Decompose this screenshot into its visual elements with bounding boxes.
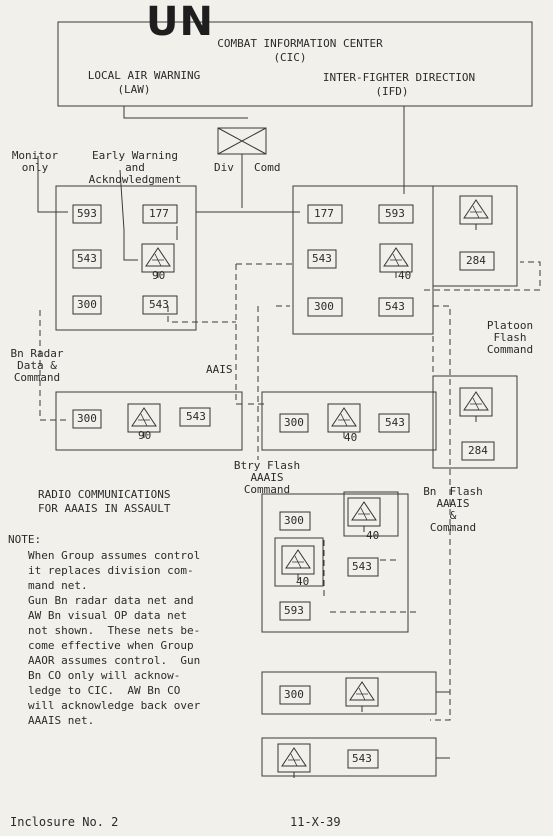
radio-593-c: 593 bbox=[284, 604, 304, 617]
classification-stamp: UN bbox=[146, 0, 214, 45]
ifd-title: INTER-FIGHTER DIRECTION bbox=[322, 71, 476, 84]
radio-593-a: 593 bbox=[77, 207, 97, 220]
radio-543-g: 543 bbox=[352, 560, 372, 573]
radio-543-a: 543 bbox=[77, 252, 97, 265]
cic-title: COMBAT INFORMATION CENTER bbox=[217, 37, 383, 50]
cic-box bbox=[57, 21, 533, 107]
footer-inclosure: Inclosure No. 2 bbox=[10, 815, 119, 829]
radio-300-c: 300 bbox=[77, 412, 97, 425]
radio-177-b: 177 bbox=[314, 207, 334, 220]
lower-row-two bbox=[261, 737, 437, 777]
left-battalion-box bbox=[55, 185, 197, 331]
radio-40-d: 40 bbox=[296, 575, 310, 588]
radio-593-b: 593 bbox=[385, 207, 405, 220]
ifd-abbr: (IFD) bbox=[375, 85, 409, 98]
left-radar-row bbox=[55, 391, 243, 451]
note-heading: NOTE: bbox=[8, 533, 42, 546]
radio-177-a: 177 bbox=[149, 207, 169, 220]
radio-300-f: 300 bbox=[284, 688, 304, 701]
radio-543-d: 543 bbox=[385, 300, 405, 313]
comd-label: Comd bbox=[254, 161, 281, 174]
diagram-caption: RADIO COMMUNICATIONS FOR AAAIS IN ASSAUL… bbox=[38, 488, 171, 515]
radio-543-h: 543 bbox=[352, 752, 372, 765]
radio-543-b: 543 bbox=[149, 298, 169, 311]
div-label: Div bbox=[214, 161, 234, 174]
radio-284-b: 284 bbox=[468, 444, 488, 457]
battery-box bbox=[261, 493, 409, 633]
radio-300-b: 300 bbox=[314, 300, 334, 313]
radio-543-e: 543 bbox=[186, 410, 206, 423]
radio-40-c: 40 bbox=[366, 529, 380, 542]
radio-543-f: 543 bbox=[385, 416, 405, 429]
note-body: When Group assumes control it replaces d… bbox=[28, 549, 201, 727]
early-warning-label: Early Warning and Acknowledgment bbox=[88, 149, 182, 186]
radio-543-c: 543 bbox=[312, 252, 332, 265]
bn-flash-label: Bn Flash AAAIS & Command bbox=[423, 485, 483, 534]
radio-40-b: 40 bbox=[344, 431, 358, 444]
lower-row-one bbox=[261, 671, 437, 715]
radio-300-a: 300 bbox=[77, 298, 97, 311]
right-upper-box bbox=[432, 185, 518, 287]
bn-radar-label: Bn Radar Data & Command bbox=[10, 347, 64, 384]
cic-abbr: (CIC) bbox=[273, 51, 307, 64]
aaais-left-label: AAIS bbox=[206, 363, 233, 376]
radio-284-a: 284 bbox=[466, 254, 486, 267]
platoon-flash-box bbox=[432, 375, 518, 469]
radio-90-b: 90 bbox=[138, 429, 152, 442]
monitor-label: Monitor only bbox=[11, 149, 59, 174]
radio-90-a: 90 bbox=[152, 269, 166, 282]
law-title: LOCAL AIR WARNING bbox=[87, 69, 201, 82]
law-abbr: (LAW) bbox=[117, 83, 151, 96]
footer-page-code: 11-X-39 bbox=[290, 815, 341, 829]
radio-300-e: 300 bbox=[284, 514, 304, 527]
btry-flash-label: Btry Flash AAAIS Command bbox=[233, 459, 301, 496]
radio-40-a: 40 bbox=[398, 269, 412, 282]
platoon-flash-label: Platoon Flash Command bbox=[486, 319, 534, 356]
center-radar-row bbox=[261, 391, 437, 451]
radio-300-d: 300 bbox=[284, 416, 304, 429]
